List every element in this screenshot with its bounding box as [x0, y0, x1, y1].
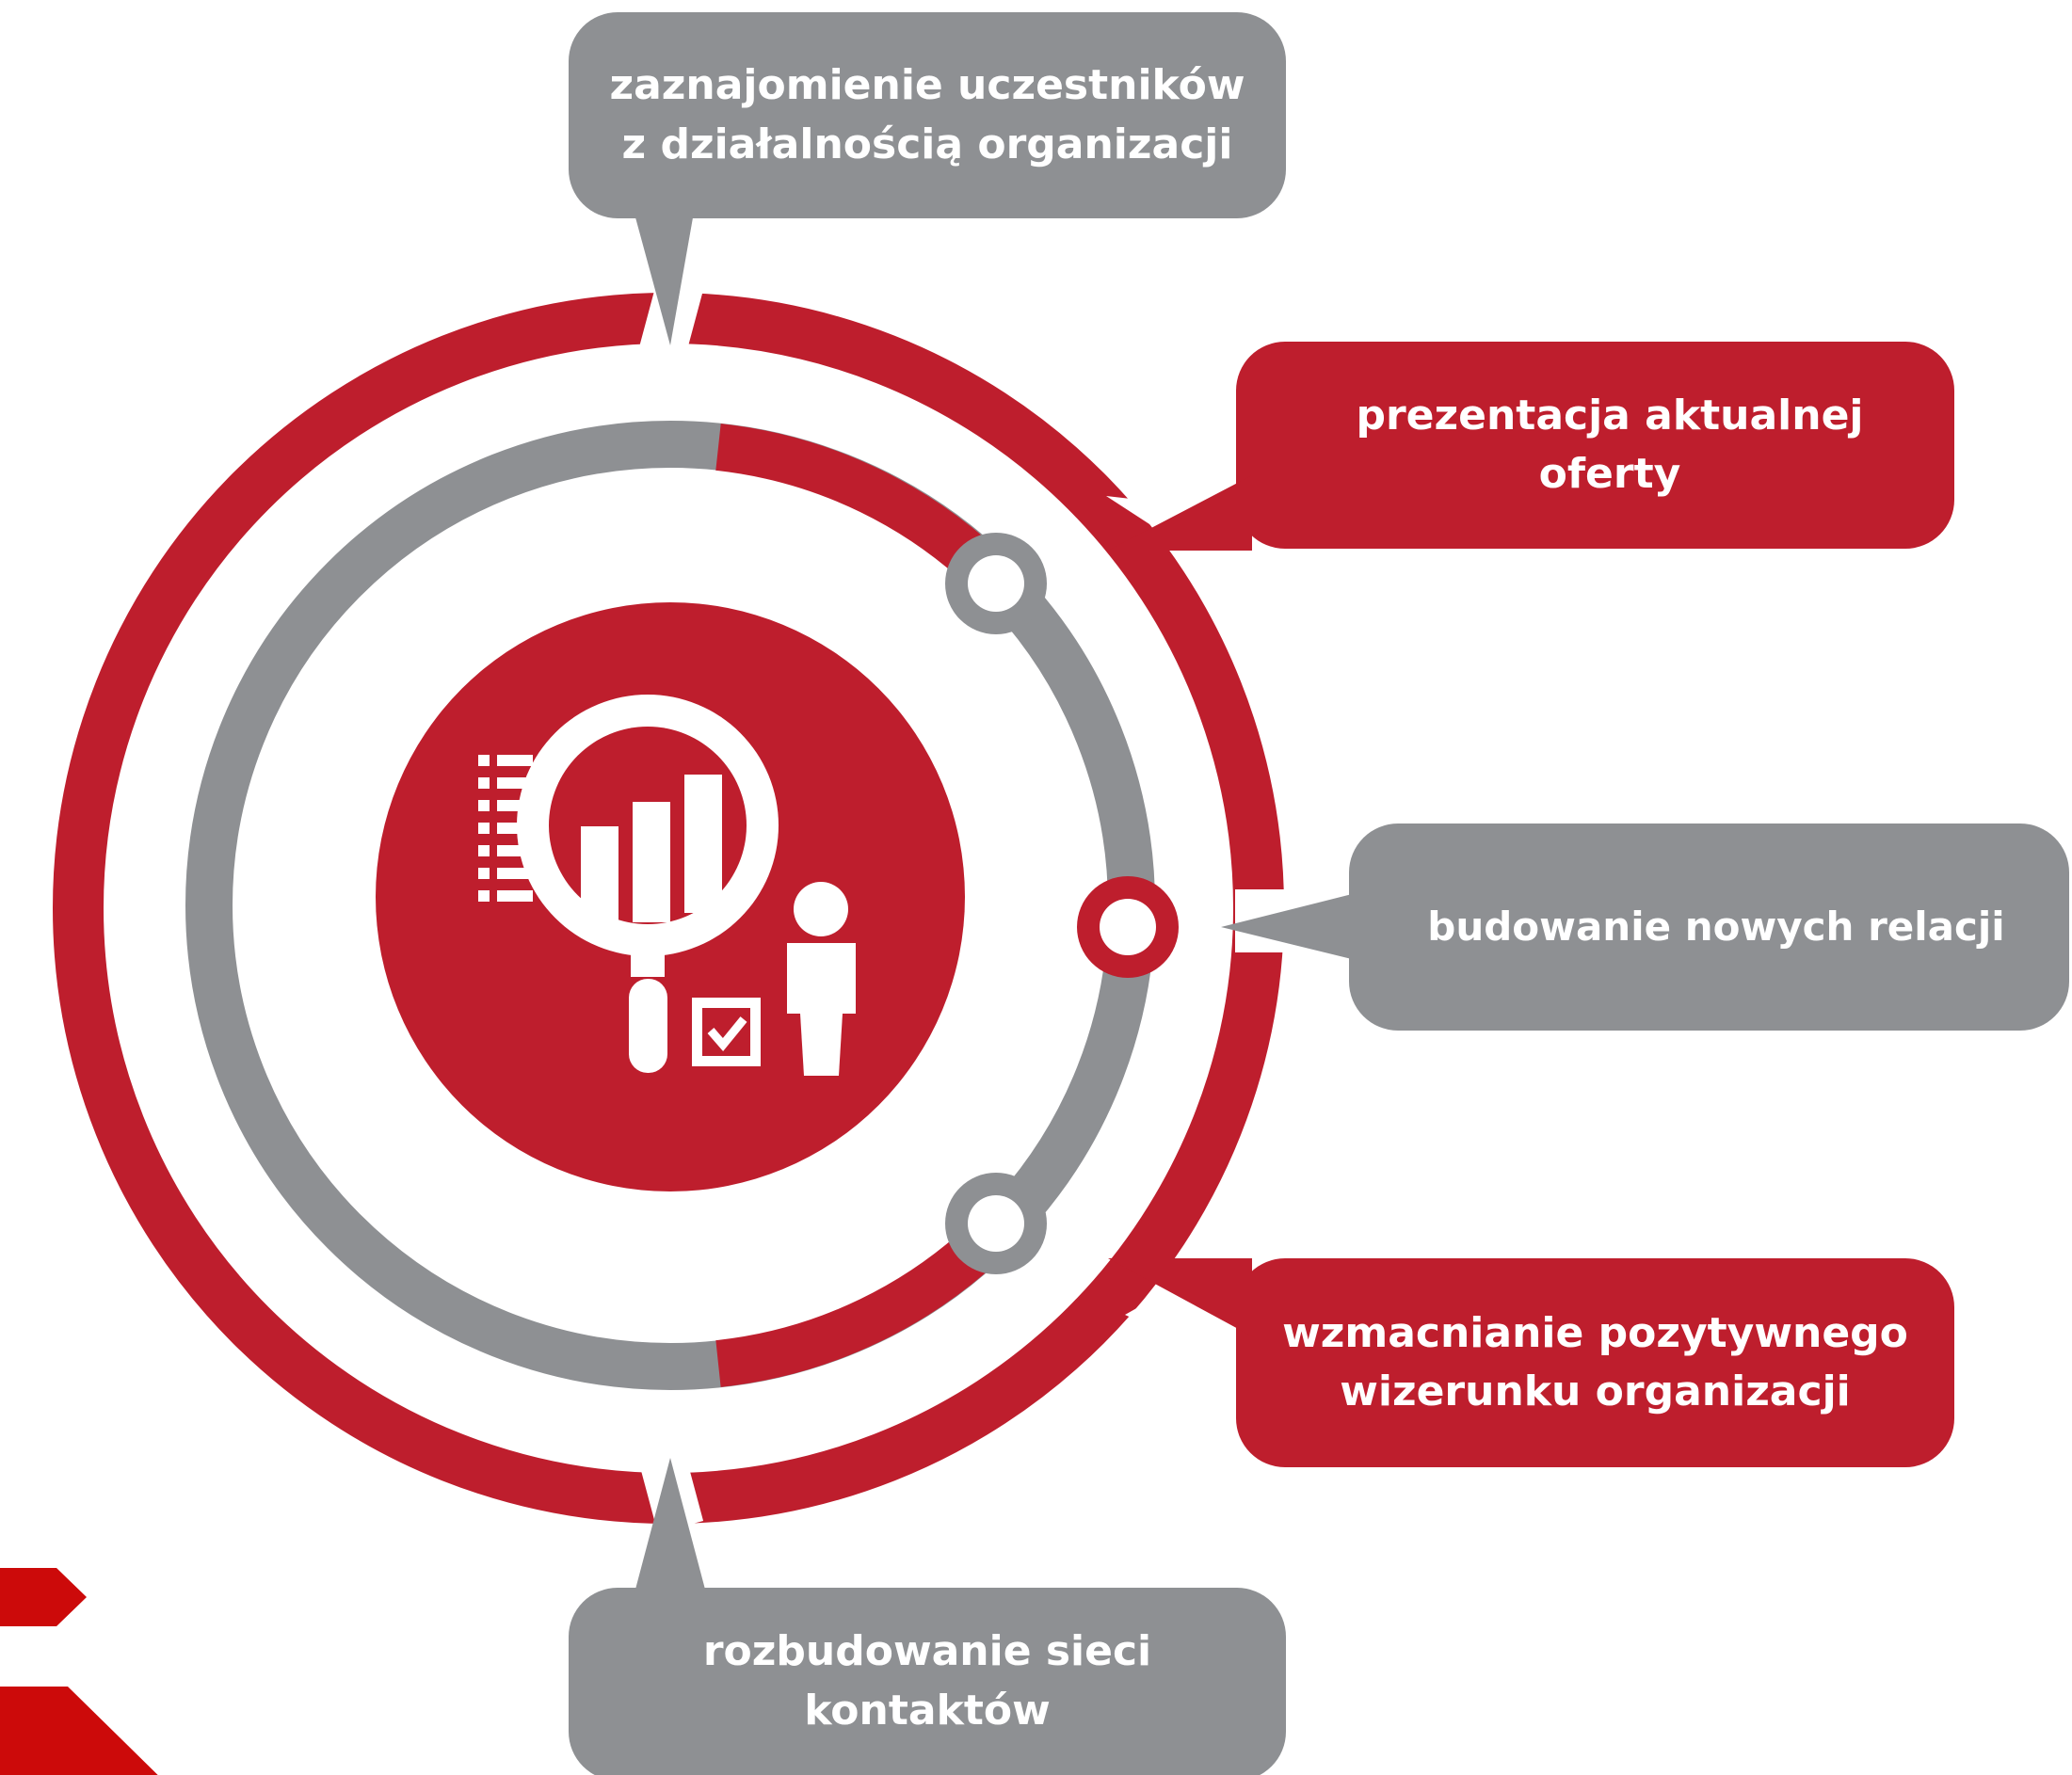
bubble-upper-right-line2: oferty — [1538, 450, 1681, 498]
bubble-lower-right-line2: wizerunku organizacji — [1340, 1367, 1851, 1415]
bubble-right-line1: budowanie nowych relacji — [1427, 903, 2005, 951]
person-icon — [787, 882, 856, 1076]
bubble-lower-right — [1108, 1258, 1954, 1467]
bubble-bottom-line1: rozbudowanie sieci — [702, 1627, 1152, 1676]
checkbox-icon — [692, 998, 761, 1066]
bubble-upper-right — [1108, 342, 1954, 551]
bubble-top-line2: z działalnością organizacji — [621, 120, 1233, 168]
bubble-right — [1221, 824, 2069, 1031]
bubble-bottom-text: rozbudowanie sieci kontaktów — [569, 1588, 1286, 1775]
corner-decoration-upper — [0, 1568, 87, 1626]
bubble-bottom — [569, 1458, 1286, 1775]
bubble-upper-right-line1: prezentacja aktualnej — [1356, 391, 1864, 440]
corner-decoration-lower — [0, 1687, 158, 1775]
bubble-lower-right-line1: wzmacnianie pozytywnego — [1282, 1308, 1908, 1357]
bubble-right-text: budowanie nowych relacji — [1391, 824, 2041, 1031]
connector-dot-lower — [945, 1173, 1047, 1274]
bubble-upper-right-text: prezentacja aktualnej oferty — [1252, 342, 1968, 549]
connector-dot-upper — [945, 533, 1047, 634]
bar-chart-icon — [581, 775, 722, 922]
bubble-top-line1: zaznajomienie uczestników — [609, 61, 1245, 110]
bubble-bottom-line2: kontaktów — [804, 1686, 1051, 1735]
bubble-top — [569, 12, 1286, 345]
bubble-lower-right-text: wzmacnianie pozytywnego wizerunku organi… — [1236, 1258, 1954, 1467]
bubble-top-text: zaznajomienie uczestników z działalności… — [569, 12, 1286, 218]
connector-dot-middle — [1077, 876, 1179, 978]
